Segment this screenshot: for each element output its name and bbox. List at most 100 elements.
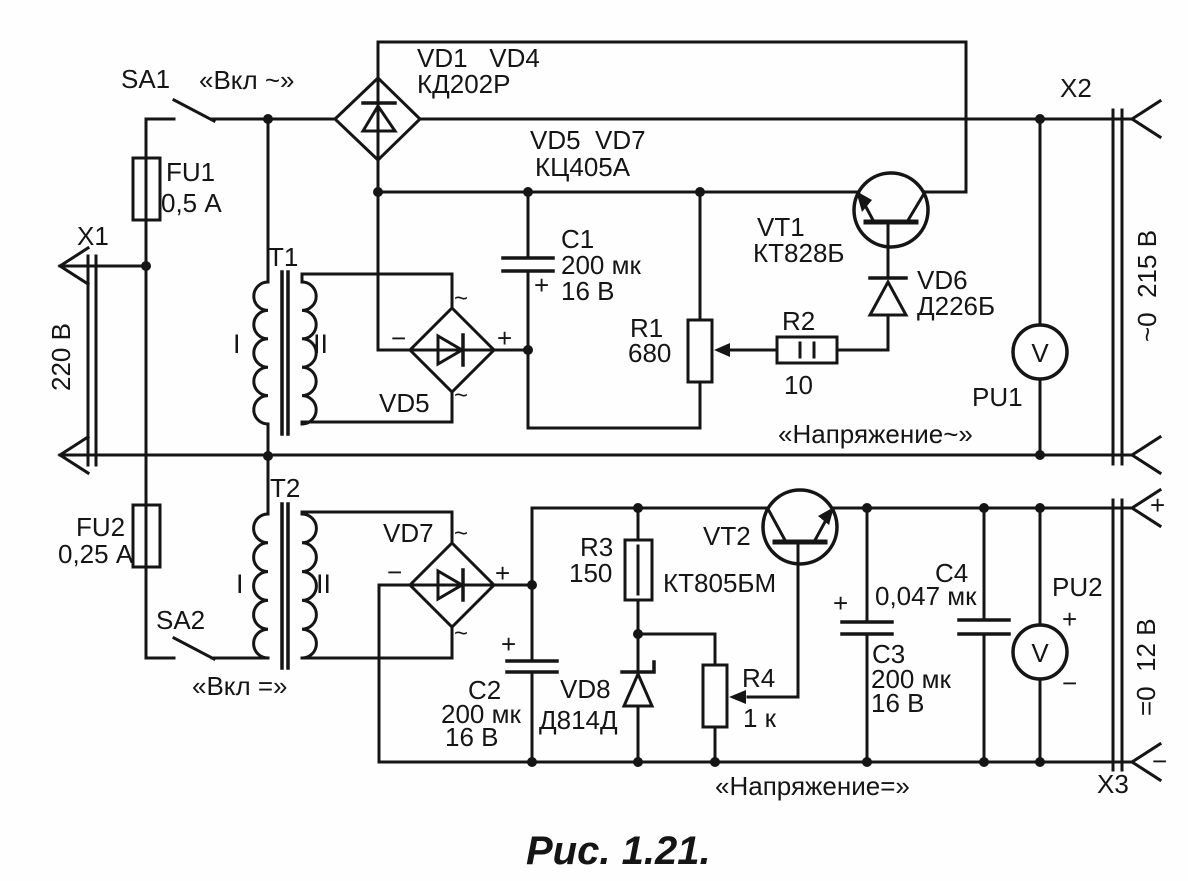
x2-cable-bars	[1111, 108, 1124, 466]
t2-core	[280, 502, 290, 670]
label-fu2-value: 0,25 А	[58, 539, 134, 569]
capacitor-c3-plates	[840, 620, 894, 636]
label-x1: X1	[77, 221, 109, 251]
label-vd7: VD7	[383, 518, 434, 548]
vd5-mark-ac-bottom: ~	[454, 382, 468, 409]
vd1-4-diode-triangle	[360, 103, 398, 133]
label-net-dc: «Напряжение=»	[715, 771, 910, 801]
resistor-r2-symbol	[775, 335, 839, 365]
pu1-unit: V	[1031, 338, 1049, 368]
label-c2: C2	[468, 675, 501, 705]
x2-arrow-top	[1129, 98, 1163, 140]
label-c4-value: 0,047 мк	[875, 581, 977, 611]
label-r2-value: 10	[784, 370, 813, 400]
r2-body	[775, 335, 839, 365]
label-pu1: PU1	[972, 382, 1023, 412]
label-vd8: VD8	[560, 674, 611, 704]
connector-x2	[1111, 98, 1163, 476]
pu2-mark-minus: −	[1062, 668, 1077, 698]
label-r4-value: 1 к	[743, 703, 777, 733]
label-sa2: SA2	[156, 605, 205, 635]
label-vd1-vd4-type: КД202Р	[417, 69, 510, 99]
capacitor-c2-plates	[505, 659, 559, 674]
vd7-mark-ac-bottom: ~	[454, 620, 468, 647]
vd5-diode-triangle	[436, 333, 465, 367]
diode-vd6-symbol	[867, 276, 909, 317]
label-vd5: VD5	[379, 388, 430, 418]
label-sa1: SA1	[121, 64, 170, 94]
c3-mark-plus: +	[833, 588, 848, 618]
vd8-cathode-bar	[620, 660, 656, 674]
x2-arrow-bottom	[1129, 434, 1163, 476]
r1-wiper-arrowhead	[714, 343, 730, 357]
vd5-mark-minus: −	[391, 323, 406, 353]
vd5-mark-plus: +	[497, 323, 512, 353]
label-r1-value: 680	[628, 338, 671, 368]
label-vd8-type: Д814Д	[539, 705, 618, 735]
label-vt2: VT2	[703, 521, 751, 551]
vt2-emitter-arrow	[818, 507, 834, 525]
label-pu2: PU2	[1052, 572, 1103, 602]
r2-power-marks	[798, 341, 816, 359]
label-x3-voltage: =0 12 В	[1131, 618, 1161, 716]
vt2-circle	[761, 488, 839, 566]
fuse-fu1-symbol	[131, 156, 162, 222]
wire-top-loop	[376, 40, 968, 194]
label-c3: C3	[872, 639, 905, 669]
label-c2-voltage: 16 В	[445, 722, 499, 752]
resistor-r3-symbol	[623, 538, 654, 602]
bridge-vd7-symbol	[407, 540, 497, 630]
t1-secondary-winding	[300, 280, 318, 426]
vd8-triangle	[621, 670, 655, 708]
vd7-diode-triangle	[436, 568, 465, 602]
vd7-mark-plus: +	[495, 558, 510, 588]
pu2-unit: V	[1031, 638, 1049, 668]
label-t1-winding2: II	[313, 329, 328, 359]
transistor-vt2-symbol	[761, 488, 839, 566]
label-c4: C4	[935, 558, 968, 588]
t1-primary-winding	[252, 280, 270, 426]
label-c3-voltage: 16 В	[871, 688, 925, 718]
label-net-ac: «Напряжение~»	[778, 419, 973, 449]
label-fu1: FU1	[166, 157, 215, 187]
bridge-vd5-symbol	[407, 305, 497, 395]
r4-wiper-arrowhead	[729, 690, 746, 704]
wire-c3-c4-pu2	[865, 506, 1042, 764]
vd7-diamond	[407, 540, 497, 630]
label-vd6: VD6	[917, 265, 968, 295]
x3-mark-minus: −	[1152, 746, 1167, 776]
label-x3: X3	[1097, 769, 1129, 799]
vt1-circle	[852, 171, 930, 249]
label-x2-voltage: ~0 215 В	[1132, 230, 1162, 342]
transistor-vt1-symbol	[852, 171, 930, 250]
label-vd5-vd7-type: КЦ405А	[535, 152, 631, 182]
x1-arrow-bottom	[57, 434, 91, 476]
potentiometer-r4-symbol	[701, 663, 746, 729]
capacitor-c1-plates	[501, 256, 555, 273]
label-r1: R1	[630, 313, 663, 343]
connector-x3	[1111, 487, 1163, 783]
junction-dots	[141, 114, 1045, 767]
label-t2: T2	[270, 473, 300, 503]
label-c1: C1	[561, 224, 594, 254]
label-r3: R3	[580, 532, 613, 562]
label-t2-winding2: II	[316, 569, 331, 599]
switch-sa1-blade	[171, 97, 217, 124]
c2-mark-plus: +	[501, 629, 516, 659]
label-x1-voltage: 220 В	[46, 323, 76, 391]
figure-caption: Рис. 1.21.	[526, 829, 711, 873]
c1-mark-plus: +	[534, 270, 549, 300]
vd5-mark-ac-top: ~	[454, 285, 468, 312]
t2-primary-winding	[252, 512, 270, 660]
r4-body	[701, 663, 729, 729]
label-r3-value: 150	[569, 558, 612, 588]
transformer-t1-symbol	[252, 270, 318, 436]
label-vt1: VT1	[757, 212, 805, 242]
wire-vd5-plus-c1-r1	[492, 190, 702, 430]
voltmeter-pu2-circle	[1011, 623, 1069, 681]
label-c1-value: 200 мк	[561, 250, 641, 280]
vd5-diamond	[407, 305, 497, 395]
x3-cable-bars	[1111, 498, 1124, 772]
vt1-emitter-arrow	[856, 191, 872, 212]
connector-x1	[57, 245, 98, 476]
